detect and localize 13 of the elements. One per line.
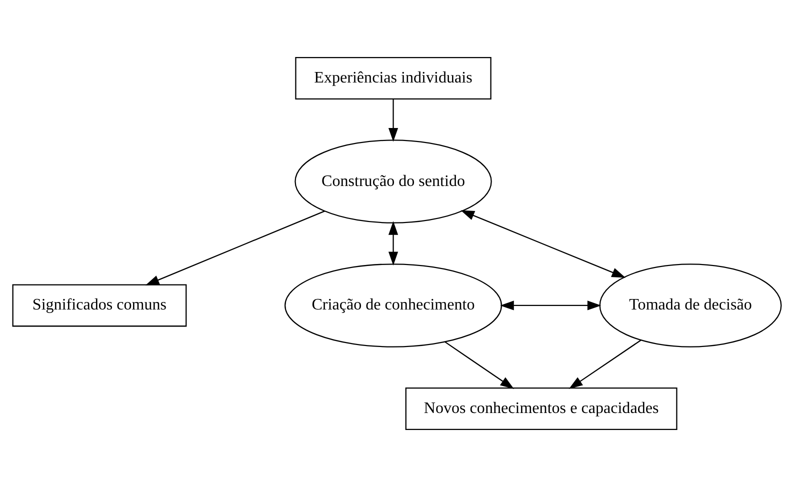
arrow <box>568 339 642 388</box>
node-ellipse: Tomada de decisão <box>599 263 782 347</box>
arrow <box>444 340 514 389</box>
arrow <box>388 220 398 266</box>
arrow <box>500 300 602 310</box>
node-box: Novos conhecimentos e capacidades <box>405 387 678 430</box>
node-box: Experiências individuais <box>295 56 492 99</box>
node-box: Significados comuns <box>12 284 187 326</box>
node-ellipse: Construção do sentido <box>294 139 492 223</box>
arrow <box>460 210 626 278</box>
arrow <box>145 210 325 285</box>
arrow <box>388 98 398 142</box>
node-ellipse: Criação de conhecimento <box>284 263 502 347</box>
